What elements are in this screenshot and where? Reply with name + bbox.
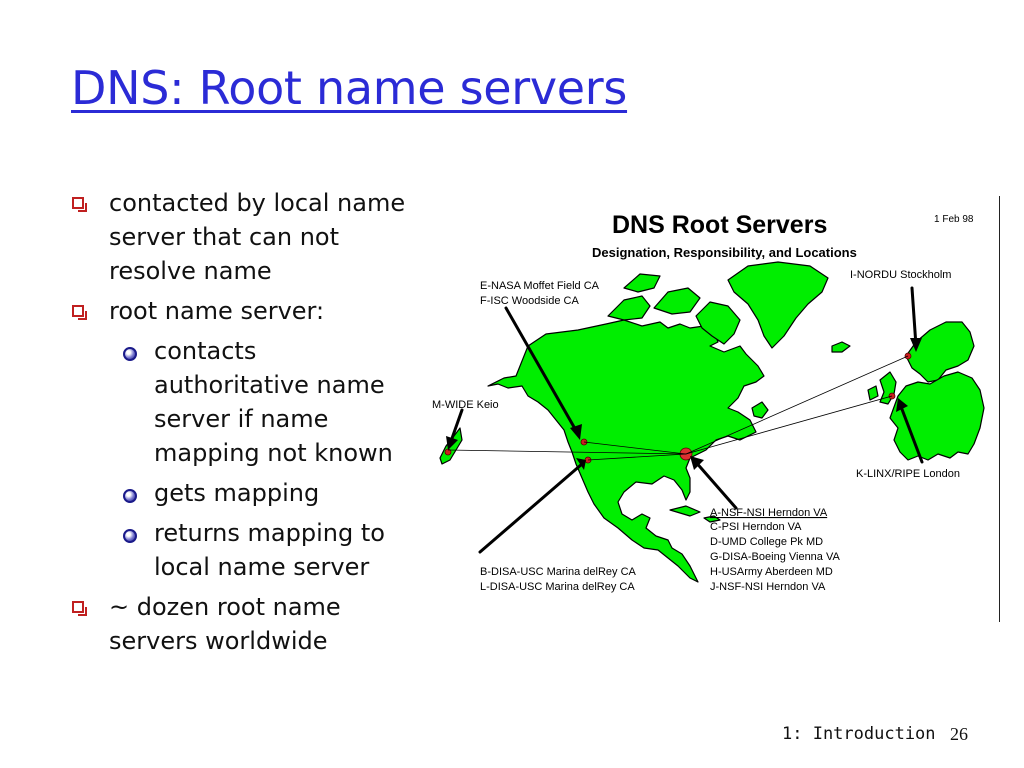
map-subtitle: Designation, Responsibility, and Locatio… [592,245,857,260]
square-bullet-icon [72,601,87,616]
label-disa-1: B-DISA-USC Marina delRey CA [480,566,637,578]
pointer-arrow [504,306,580,436]
circle-bullet-icon [123,489,137,503]
label-nasa-2: F-ISC Woodside CA [480,295,579,307]
label-linx: K-LINX/RIPE London [856,468,960,480]
label-herndon-5: H-USArmy Aberdeen MD [710,566,833,578]
root-servers-map: DNS Root Servers Designation, Responsibi… [428,196,1002,624]
connector-line [587,453,687,461]
baffin-island-shape [695,301,741,345]
sub-bullet-item: contacts authoritative name server if na… [70,334,415,470]
bullet-text: contacts authoritative name server if na… [154,337,393,467]
circle-bullet-icon [123,347,137,361]
figure-border [999,196,1000,622]
connector-lines [447,355,909,461]
sub-bullet-item: gets mapping [70,476,415,510]
arrowhead-icon [576,458,586,470]
connector-line [583,441,687,455]
arrowhead-icon [690,456,704,470]
arrowhead-icon [910,338,922,352]
map-title: DNS Root Servers [612,211,827,239]
label-herndon-3: D-UMD College Pk MD [710,536,823,548]
bullet-text: ~ dozen root name servers worldwide [109,593,341,655]
pointer-arrows [448,286,924,554]
arctic-islands-shape [607,295,651,321]
pointer-arrow [478,462,584,554]
arrowhead-icon [896,398,908,412]
cuba-shape [669,505,701,517]
pointer-arrow [898,402,924,464]
map-labels: E-NASA Moffet Field CA F-ISC Woodside CA… [432,269,960,593]
label-herndon-2: C-PSI Herndon VA [710,521,802,533]
square-bullet-icon [72,305,87,320]
page-number: 26 [950,724,968,744]
bullet-item: contacted by local name server that can … [70,186,415,288]
pointer-arrow [910,286,918,348]
label-disa-2: L-DISA-USC Marina delRey CA [480,581,635,593]
circle-bullet-icon [123,529,137,543]
square-bullet-icon [72,197,87,212]
bullet-list: contacted by local name server that can … [70,186,415,664]
greenland-shape [727,261,829,349]
footer-section: 1: Introduction [782,724,936,744]
slide-title: DNS: Root name servers [71,61,628,115]
bullet-text: contacted by local name server that can … [109,189,406,285]
sub-bullet-item: returns mapping to local name server [70,516,415,584]
label-wide: M-WIDE Keio [432,399,499,411]
bullet-item: ~ dozen root name servers worldwide [70,590,415,658]
bullet-text: root name server: [109,297,325,325]
bullet-text: gets mapping [154,479,320,507]
pointer-arrow [692,458,738,510]
label-nasa-1: E-NASA Moffet Field CA [480,280,600,292]
caribbean-shape [703,515,721,523]
label-nordu: I-NORDU Stockholm [850,269,951,281]
label-herndon-6: J-NSF-NSI Herndon VA [710,581,826,593]
connector-line [685,395,893,455]
arctic-islands-shape [653,287,701,315]
bullet-item: root name server: [70,294,415,328]
connector-line [447,449,687,455]
label-herndon-1: A-NSF-NSI Herndon VA [710,507,828,519]
map-date: 1 Feb 98 [934,214,974,225]
ireland-shape [867,385,879,401]
arctic-islands-shape [623,273,661,293]
british-isles-shape [879,371,897,405]
land-masses [439,261,985,583]
iceland-shape [831,341,851,353]
arrowhead-icon [446,436,458,450]
connector-line [685,355,909,455]
bullet-text: returns mapping to local name server [154,519,385,581]
arrowhead-icon [570,424,582,440]
north-america-shape [487,319,765,583]
newfoundland-shape [751,401,769,419]
arrowheads [446,338,922,470]
label-herndon-4: G-DISA-Boeing Vienna VA [710,551,840,563]
scandinavia-shape [905,321,975,383]
